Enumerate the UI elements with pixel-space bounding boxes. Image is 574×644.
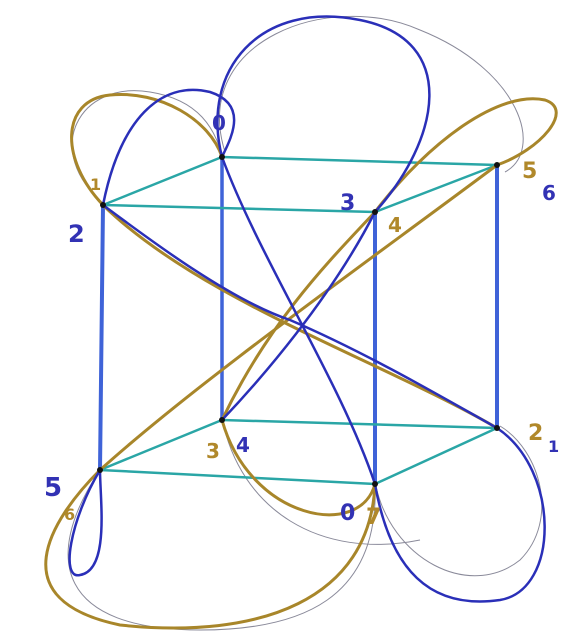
label-top-right-blue: 6 (542, 181, 556, 205)
vertex-bottom-left (97, 467, 103, 473)
label-bottom-right: 2 (528, 421, 543, 446)
gold-loop-bottom-left (46, 470, 375, 628)
pencil-loop-top (220, 16, 524, 172)
label-top-left: 2 (68, 220, 85, 248)
blue-loop-top-big (217, 17, 429, 212)
label-bottom-front: 0 (340, 501, 355, 526)
bottom-face (100, 420, 497, 484)
vertex-bottom-right (494, 425, 500, 431)
label-bottom-back: 3 (206, 439, 220, 463)
gold-loop-top-right (375, 99, 556, 212)
label-top-back: 0 (212, 111, 226, 135)
vertex-bottom-back (219, 417, 225, 423)
label-top-left-gold: 1 (90, 175, 101, 194)
blue-left-sweep (103, 205, 497, 428)
vertex-top-front (372, 209, 378, 215)
label-bottom-left-gold: 6 (64, 505, 75, 524)
label-bottom-front-gold: 7 (366, 505, 381, 530)
label-top-front-gold: 4 (388, 213, 402, 237)
label-top-front: 3 (340, 191, 355, 216)
vertex-labels: 0 2 1 3 4 5 6 5 6 3 4 0 7 2 1 (44, 111, 559, 530)
label-top-right: 5 (522, 159, 537, 184)
label-bottom-back-blue: 4 (236, 433, 250, 457)
vertex-top-left (100, 202, 106, 208)
label-bottom-right-blue: 1 (548, 437, 559, 456)
blue-loop-top-left (103, 90, 234, 205)
vertex-top-back (219, 154, 225, 160)
edge-vertical-left (100, 205, 103, 470)
pencil-loop-bottom (68, 470, 375, 630)
vertex-bottom-front (372, 481, 378, 487)
blue-loop-bottom-right (375, 428, 545, 602)
vertex-top-right (494, 162, 500, 168)
gold-curve (46, 94, 556, 628)
blue-curve (70, 17, 545, 602)
label-bottom-left: 5 (44, 473, 62, 503)
top-face (103, 157, 497, 212)
pencil-loop-right (375, 426, 542, 576)
